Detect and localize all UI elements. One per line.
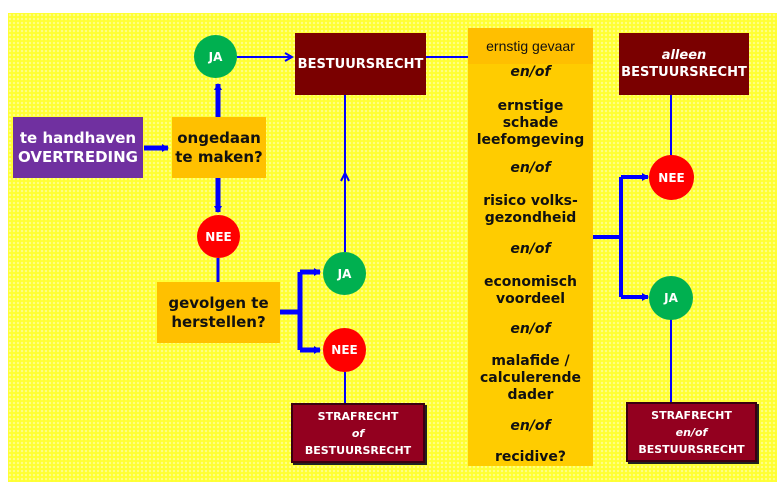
criteria-header: ernstig gevaar — [468, 28, 593, 64]
outcome-strafrecht-of-bestuursrecht: STRAFRECHT of BESTUURSRECHT — [291, 403, 425, 463]
outcome-alleen-bestuursrecht: alleen BESTUURSRECHT — [619, 33, 749, 95]
no-node-1: NEE — [197, 215, 240, 258]
criteria-column — [468, 28, 593, 466]
start-box-overtreding: te handhaven OVERTREDING — [13, 117, 143, 178]
criterion-line: voordeel — [495, 291, 566, 307]
criteria-header-text: ernstig gevaar — [486, 38, 575, 54]
outcome-bestuursrecht: BESTUURSRECHT — [295, 33, 426, 95]
alleen-line1: alleen — [661, 48, 707, 63]
alleen-line2: BESTUURSRECHT — [621, 65, 747, 80]
no-label: NEE — [658, 170, 685, 185]
q2-line1: gevolgen te — [168, 293, 269, 312]
criterion-line: economisch — [484, 274, 577, 290]
no-node-2: NEE — [323, 328, 366, 372]
yes-label: JA — [208, 49, 223, 64]
criteria-connector: en/of — [510, 64, 551, 80]
criteria-connector: en/of — [510, 418, 551, 434]
criterion-line: calculerende — [480, 370, 581, 386]
yes-node-2: JA — [323, 252, 366, 295]
bestuursrecht-label: BESTUURSRECHT — [297, 56, 424, 72]
start-line2: OVERTREDING — [17, 147, 138, 166]
no-label: NEE — [205, 229, 232, 244]
straf-of-line1: STRAFRECHT — [317, 409, 399, 423]
criterion-economisch-voordeel: economisch voordeel — [468, 274, 593, 308]
yes-node-1: JA — [194, 35, 237, 78]
criterion-line: dader — [507, 387, 554, 403]
yes-label: JA — [664, 291, 678, 305]
criteria-connector: en/of — [510, 321, 551, 337]
q2-line2: herstellen? — [171, 312, 266, 331]
yes-label: JA — [337, 266, 352, 281]
yes-node-3: JA — [649, 276, 693, 320]
outcome-strafrecht-enof-bestuursrecht: STRAFRECHT en/of BESTUURSRECHT — [626, 402, 757, 462]
straf-enof-line2: en/of — [675, 425, 708, 439]
criterion-line: recidive? — [494, 449, 567, 465]
criterion-volksgezondheid: risico volks- gezondheid — [468, 193, 593, 227]
criterion-line: schade — [502, 115, 559, 131]
no-label: NEE — [331, 343, 358, 357]
q1-line2: te maken? — [175, 147, 263, 166]
question-herstellen-box: gevolgen te herstellen? — [157, 282, 280, 343]
criterion-line: ernstige — [497, 98, 564, 114]
criterion-malafide-dader: malafide / calculerende dader — [468, 353, 593, 404]
straf-enof-line3: BESTUURSRECHT — [638, 442, 745, 456]
straf-of-line3: BESTUURSRECHT — [304, 443, 412, 457]
start-line1: te handhaven — [19, 128, 137, 147]
criterion-line: risico volks- — [483, 193, 578, 209]
q1-line1: ongedaan — [177, 128, 261, 147]
criteria-connector: en/of — [510, 241, 551, 257]
no-node-3: NEE — [649, 155, 694, 200]
straf-of-line2: of — [351, 426, 365, 440]
criterion-recidive: recidive? — [468, 449, 593, 466]
criterion-line: malafide / — [491, 353, 570, 369]
criteria-connector: en/of — [510, 160, 551, 176]
criterion-schade: ernstige schade leefomgeving — [468, 98, 593, 149]
question-ongedaan-box: ongedaan te maken? — [172, 117, 266, 178]
criterion-line: leefomgeving — [476, 132, 585, 148]
criterion-line: gezondheid — [484, 210, 577, 226]
straf-enof-line1: STRAFRECHT — [651, 408, 732, 422]
